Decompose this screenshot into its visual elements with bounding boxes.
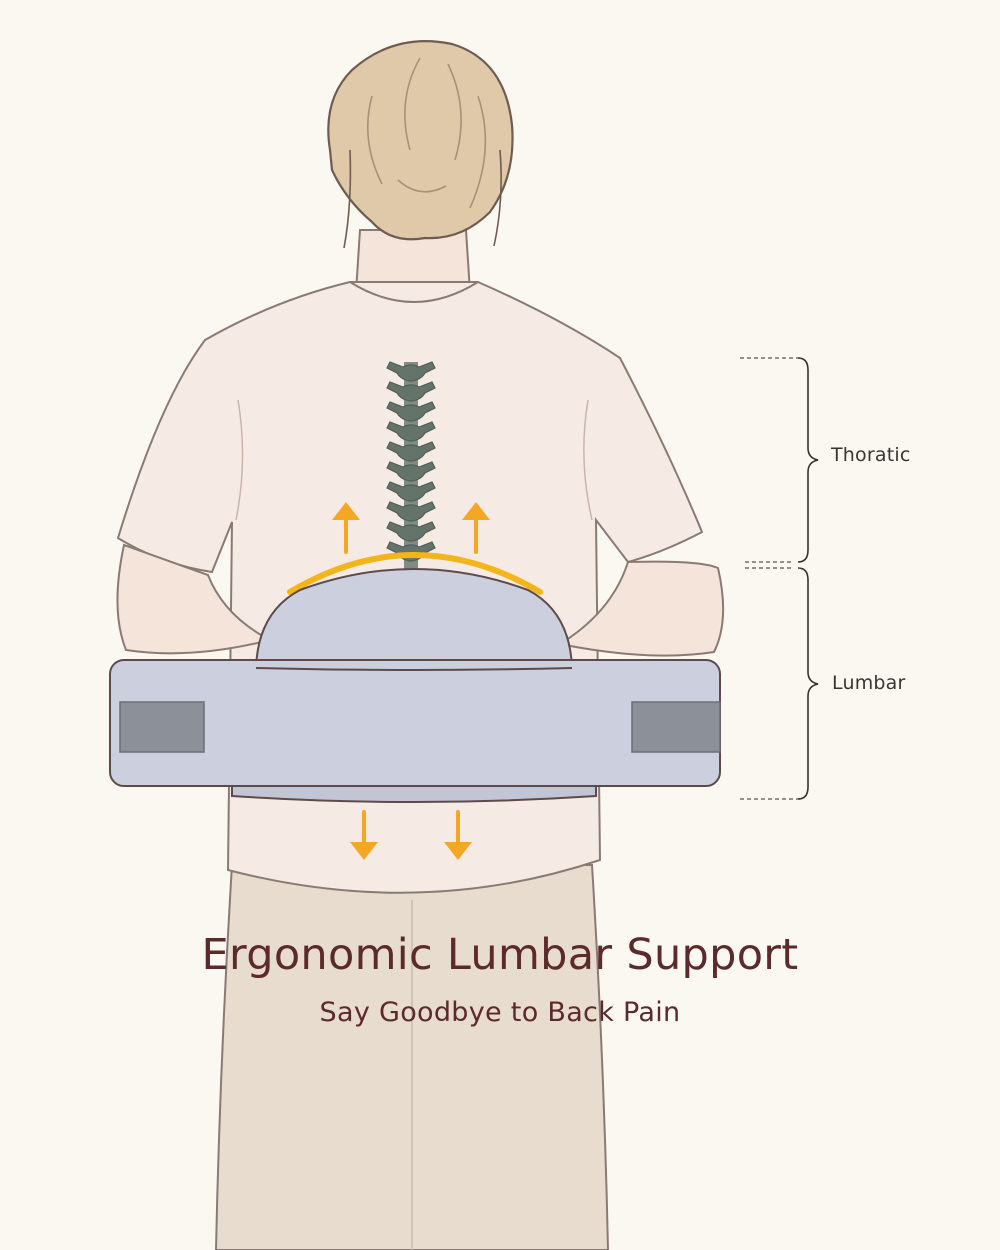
headline-subtitle: Say Goodbye to Back Pain bbox=[319, 997, 681, 1028]
headline-title: Ergonomic Lumbar Support bbox=[201, 930, 799, 980]
curly-bracket-icon bbox=[797, 357, 819, 563]
velcro-pad-left bbox=[119, 701, 205, 753]
right-arm bbox=[557, 560, 725, 657]
thoratic-label: Thoratic bbox=[831, 444, 911, 466]
spine bbox=[386, 361, 436, 572]
velcro-pad-right bbox=[631, 701, 721, 753]
arrow-up-icon bbox=[462, 502, 490, 554]
lumbar-cushion bbox=[254, 568, 574, 669]
lumbar-label: Lumbar bbox=[832, 672, 906, 694]
arrow-up-icon bbox=[332, 502, 360, 554]
hair bbox=[327, 40, 514, 249]
left-arm bbox=[116, 543, 273, 655]
arrow-down-icon bbox=[444, 810, 472, 860]
strap-top-edge bbox=[255, 667, 573, 671]
arrow-down-icon bbox=[350, 810, 378, 860]
curly-bracket-icon bbox=[797, 567, 819, 800]
shirt-fold-left bbox=[235, 399, 244, 521]
shirt-fold-right bbox=[583, 399, 593, 521]
support-arc bbox=[287, 552, 543, 595]
shirt-collar bbox=[349, 281, 479, 303]
